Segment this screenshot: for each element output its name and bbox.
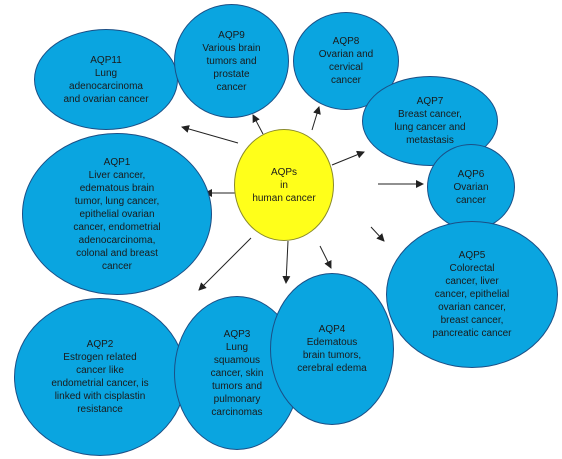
node-aqp2-title: AQP2 [86,339,114,350]
arrow-to-aqp5 [370,226,385,242]
node-aqp8-title: AQP8 [332,36,360,47]
arrow-to-aqp2 [198,237,252,291]
node-aqp6: AQP6 Ovarian cancer [427,144,515,230]
node-aqp9-title: AQP9 [218,29,245,41]
arrow-to-aqp11 [181,125,239,144]
node-aqp2: AQP2 Estrogen related cancer like endome… [14,298,186,456]
node-aqp5: AQP5 Colorectal cancer, liver cancer, ep… [386,221,558,368]
node-aqp3-title: AQP3 [223,328,251,340]
node-aqp9: AQP9 Various brain tumors and prostate c… [174,4,289,118]
arrow-to-aqp7 [331,150,365,166]
node-aqp11: AQP11 Lung adenocarcinoma and ovarian ca… [34,29,178,130]
node-aqp4: AQP4 Edematous brain tumors, cerebral ed… [270,273,394,425]
arrow-to-aqp9 [252,114,264,135]
node-aqp11-title: AQP11 [90,54,122,66]
node-aqp6-title: AQP6 [457,168,485,180]
arrow-to-aqp3 [282,240,291,284]
arrow-to-aqp8 [311,106,321,131]
node-aqp4-title: AQP4 [318,324,346,335]
node-aqp7-title: AQP7 [416,96,444,107]
node-aqp5-title: AQP5 [458,250,486,261]
node-aqp1: AQP1 Liver cancer, edematous brain tumor… [22,133,212,295]
center-node: AQPs in human cancer [234,129,334,241]
node-aqp1-title: AQP1 [103,156,131,168]
node-aqp7: AQP7 Breast cancer, lung cancer and meta… [362,76,498,166]
center-node-title: AQPs [270,166,298,178]
arrow-to-aqp4 [319,245,332,269]
